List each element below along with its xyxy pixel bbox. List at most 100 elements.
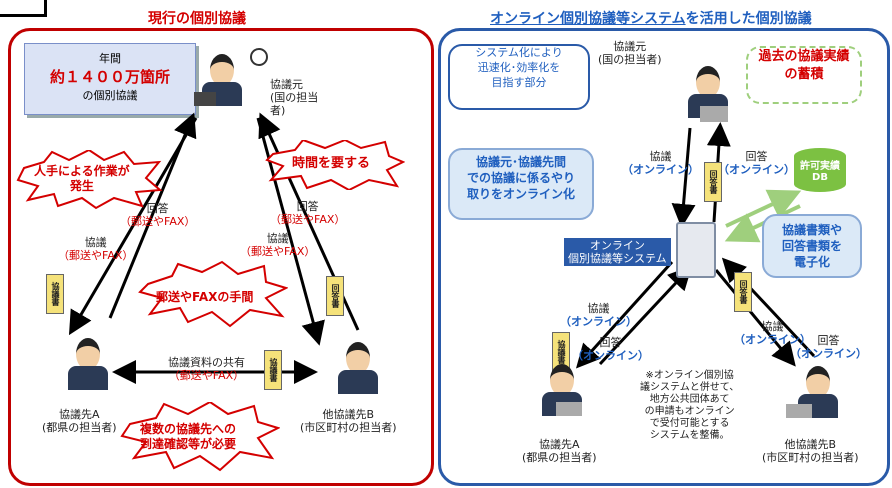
consult-sub: （オンライン） (560, 315, 637, 329)
arrow-consult-origin-to-b (256, 117, 325, 346)
party-a-name: 協議先A (539, 438, 580, 451)
right-answer-b-label: 回答 （オンライン） (790, 334, 867, 360)
head (210, 54, 234, 86)
party-b-role: (市区町村の担当者) (762, 451, 859, 465)
arrow-consult-origin-to-a (68, 117, 198, 336)
arrow-consult-server-to-a (575, 260, 674, 369)
consult-text: 協議 (761, 320, 784, 333)
body (68, 366, 108, 390)
answer-sub: （オンライン） (718, 163, 795, 177)
shared-document-icon: 協議書 (264, 350, 282, 390)
confirm-line1: 複数の協議先への (140, 422, 237, 436)
arrow-answer-a-to-origin (108, 112, 197, 319)
system-goal-bubble: システム化により 迅速化･効率化を 目指す部分 (448, 44, 590, 110)
origin-label-line2: (国の担当 (270, 91, 319, 105)
origin-right-line2: (国の担当者) (598, 53, 662, 67)
right-consult-b-label: 協議 （オンライン） (734, 320, 811, 346)
share-label: 協議資料の共有 （郵送やFAX） (168, 356, 245, 382)
db-label-line2: DB (812, 172, 828, 183)
origin-right-line1: 協議元 (613, 40, 647, 53)
answer-document-icon: 回答書 (326, 276, 344, 316)
party-b-label-left: 他協議先B (市区町村の担当者) (300, 408, 397, 434)
annual-stat-box: 年間 約１４００万箇所 の個別協議 (24, 43, 196, 115)
right-panel-title: オンライン個別協議等システムを活用した個別協議 (490, 8, 812, 28)
consult-text: 協議 (84, 236, 107, 249)
laptop (556, 402, 582, 416)
starburst-mail-text: 郵送やFAXの手間 (156, 290, 254, 304)
party-a-officer-right-illustration (530, 362, 594, 418)
share-sub: （郵送やFAX） (168, 369, 245, 383)
answer-sub: （郵送やFAX） (270, 213, 346, 227)
starburst-time (265, 140, 405, 190)
starburst-time-text: 時間を要する (292, 156, 371, 171)
consult-text: 協議 (266, 232, 289, 245)
answer-document-icon-b: 回答書 (734, 272, 752, 312)
answer-sub: （郵送やFAX） (120, 215, 196, 229)
consult-text: 協議 (649, 150, 672, 163)
answer-sub: （オンライン） (572, 349, 649, 363)
server-label-line2: 個別協議等システム (568, 252, 667, 266)
party-b-label-right: 他協議先B (市区町村の担当者) (762, 438, 859, 464)
consult-sub: （郵送やFAX） (58, 249, 134, 263)
manual-line1: 人手による作業が (34, 164, 130, 178)
digitize-docs-bubble: 協議書類や 回答書類を 電子化 (762, 214, 862, 278)
origin-officer-right-illustration (676, 62, 740, 124)
answer-document-icon-top: 回答書 (704, 162, 722, 202)
right-title-system: オンライン個別協議等システム (490, 11, 686, 27)
party-b-officer-right-illustration (786, 364, 850, 420)
right-answer-label: 回答 （郵送やFAX） (270, 200, 345, 226)
annual-stat-value: 約１４００万箇所 (49, 68, 170, 86)
db-label-line1: 許可実績 (800, 161, 840, 172)
arrow-consult-server-to-b (714, 269, 796, 367)
arrow-answer-a-to-server (598, 265, 693, 366)
head (696, 66, 720, 98)
party-a-role: (都県の担当者) (522, 451, 597, 465)
party-a-officer-illustration (58, 332, 118, 392)
consult-sub: （郵送やFAX） (240, 245, 316, 259)
laptop (700, 106, 728, 122)
online-exchange-bubble: 協議元･協議先間 での協議に係るやり 取りをオンライン化 (448, 148, 594, 220)
laptop (786, 404, 812, 418)
origin-officer-illustration (192, 48, 252, 108)
starburst-manual-work (16, 150, 163, 210)
party-b-name: 他協議先B (784, 438, 837, 451)
left-panel-title: 現行の個別協議 (148, 11, 246, 27)
confirm-line2: 到達確認等が必要 (140, 437, 237, 451)
answer-text: 回答 (817, 334, 840, 347)
head (806, 366, 830, 398)
right-panel (438, 28, 890, 486)
starburst-manual-text: 人手による作業が 発生 (34, 164, 130, 194)
party-a-role: (都県の担当者) (42, 421, 117, 435)
right-consult-label: 協議 （郵送やFAX） (240, 232, 315, 258)
right-consult-a-label: 協議 （オンライン） (560, 302, 637, 328)
head (550, 364, 574, 396)
origin-label-left: 協議元 (国の担当 者) (270, 78, 318, 118)
annual-stat-line3: の個別協議 (82, 89, 138, 102)
party-b-name: 他協議先B (322, 408, 375, 421)
right-answer-a-label: 回答 （オンライン） (572, 336, 649, 362)
answer-sub: （オンライン） (790, 347, 867, 361)
right-answer-top-label: 回答 （オンライン） (718, 150, 795, 176)
clock-icon (250, 48, 268, 66)
consult-sub: （オンライン） (622, 163, 699, 177)
corner-box (0, 0, 47, 17)
answer-text: 回答 (146, 202, 169, 215)
permit-records-db: 許可実績 DB (794, 148, 846, 192)
party-a-label-right: 協議先A (都県の担当者) (522, 438, 597, 464)
party-a-label-left: 協議先A (都県の担当者) (42, 408, 117, 434)
left-answer-label: 回答 （郵送やFAX） (120, 202, 195, 228)
starburst-confirm (120, 402, 280, 472)
left-panel (8, 28, 434, 486)
online-system-server-icon (676, 222, 716, 278)
origin-label-line1: 協議元 (270, 78, 303, 91)
starburst-mail-fax (138, 260, 288, 328)
server-label: オンライン 個別協議等システム (564, 238, 671, 267)
answer-text: 回答 (296, 200, 319, 213)
consult-document-icon: 協議書 (46, 274, 64, 314)
body (338, 370, 378, 394)
arrow-consult-origin-to-server (671, 127, 696, 228)
origin-label-line3: 者) (270, 104, 286, 118)
answer-text: 回答 (745, 150, 768, 163)
consult-sub: （オンライン） (734, 333, 811, 347)
party-b-officer-illustration (328, 336, 388, 396)
